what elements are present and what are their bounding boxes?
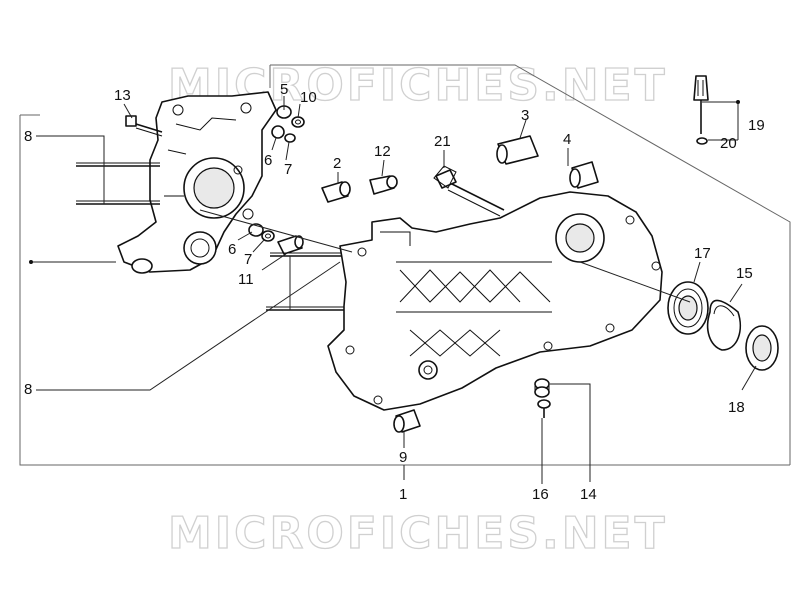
- oil-seal-18: [745, 325, 779, 371]
- callout-13: 13: [114, 87, 131, 104]
- bearing-17: [667, 281, 709, 335]
- callout-7-lower: 7: [244, 251, 252, 268]
- callout-2: 2: [333, 155, 341, 172]
- watermark-bottom: MICROFICHES.NET: [168, 508, 668, 559]
- callout-5: 5: [280, 81, 288, 98]
- callout-16: 16: [532, 486, 549, 503]
- dowel-3: [496, 135, 539, 165]
- main-crankcase-half: [327, 191, 663, 411]
- callout-11: 11: [238, 271, 254, 288]
- callout-6-upper: 6: [264, 152, 272, 169]
- callout-20: 20: [720, 135, 737, 152]
- callout-labels: 13 8 5 10 6 7 6 7 11 8 2 12 21 3 4 19 20…: [24, 81, 765, 503]
- leader-lines: [29, 96, 757, 484]
- callout-14: 14: [580, 486, 597, 503]
- screw-16: [537, 399, 551, 418]
- callout-21: 21: [434, 133, 451, 150]
- left-crankcase-half: [117, 91, 277, 274]
- circlip-15: [706, 299, 742, 351]
- bushing-9: [393, 409, 421, 433]
- callout-8-upper: 8: [24, 128, 32, 145]
- bushing-4: [569, 161, 599, 189]
- callout-7-upper: 7: [284, 161, 292, 178]
- callout-3: 3: [521, 107, 529, 124]
- washer-set-lower: [248, 223, 275, 242]
- washer-set-upper: [271, 105, 305, 143]
- dowel-2: [321, 181, 351, 203]
- callout-19: 19: [748, 117, 765, 134]
- callout-1: 1: [399, 486, 407, 503]
- callout-6-lower: 6: [228, 241, 236, 258]
- callout-4: 4: [563, 131, 571, 148]
- callout-15: 15: [736, 265, 753, 282]
- dipstick-19: [693, 75, 709, 134]
- stud-lower-pair: [266, 252, 352, 311]
- callout-10: 10: [300, 89, 317, 106]
- washer-20: [696, 137, 708, 145]
- cap-14: [534, 378, 550, 398]
- callout-17: 17: [694, 245, 711, 262]
- callout-8-lower: 8: [24, 381, 32, 398]
- callout-12: 12: [374, 143, 391, 160]
- stud-upper-pair: [76, 162, 160, 205]
- shaft-21: [433, 165, 505, 217]
- callout-18: 18: [728, 399, 745, 416]
- dowel-11: [277, 235, 304, 255]
- assembly-frame: [19, 64, 791, 466]
- callout-9: 9: [399, 449, 407, 466]
- dowel-12: [369, 175, 398, 195]
